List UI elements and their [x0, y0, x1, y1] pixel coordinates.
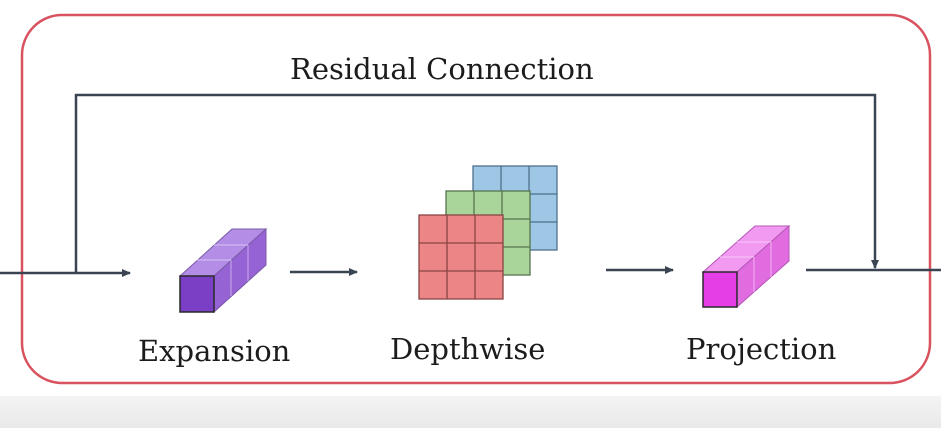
depthwise-label: Depthwise: [390, 332, 546, 366]
depthwise-grid-red: [418, 214, 504, 300]
projection-label: Projection: [686, 332, 837, 366]
residual-connection-title: Residual Connection: [290, 52, 594, 86]
expansion-block-icon: [178, 227, 268, 314]
block-frame: [20, 13, 932, 385]
expansion-label: Expansion: [138, 334, 291, 368]
bottom-bar: [0, 396, 941, 428]
residual-connection-path: [74, 93, 879, 273]
projection-block-icon: [701, 224, 791, 309]
